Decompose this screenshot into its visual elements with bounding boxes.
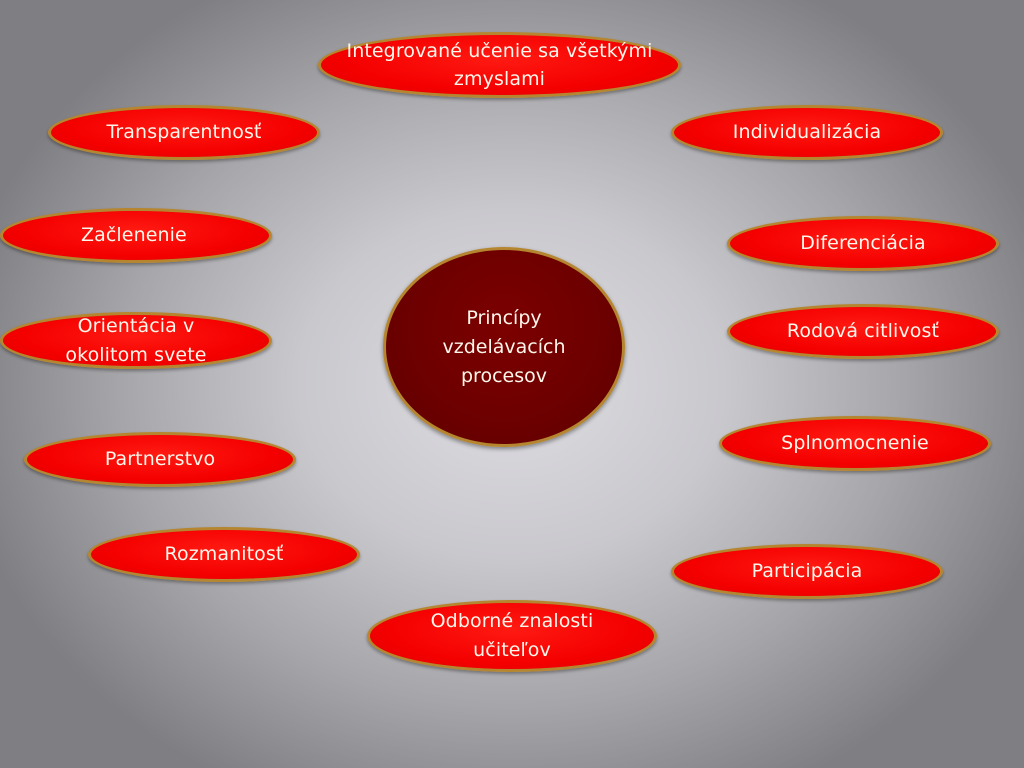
principle-label: Individualizácia: [732, 121, 882, 143]
principle-transparency: Transparentnosť: [48, 105, 320, 160]
principle-label: Diferenciácia: [800, 232, 926, 254]
principle-label: Transparentnosť: [106, 121, 262, 143]
principle-label: Partnerstvo: [104, 448, 216, 470]
principle-label: Integrované učenie sa všetkými zmyslami: [346, 40, 653, 90]
central-concept: Princípy vzdelávacích procesov: [383, 247, 625, 447]
principle-label: Orientácia v okolitom svete: [65, 314, 207, 366]
principle-label: Splnomocnenie: [781, 432, 929, 454]
principle-diversity: Rozmanitosť: [88, 527, 360, 582]
principle-orientation: Orientácia v okolitom svete: [0, 312, 272, 369]
principle-gender-sensitivity: Rodová citlivosť: [727, 304, 999, 359]
principle-integrated-learning: Integrované učenie sa všetkými zmyslami: [318, 32, 681, 98]
principle-participation: Participácia: [671, 544, 943, 599]
principle-empowerment: Splnomocnenie: [719, 416, 991, 471]
principle-inclusion: Začlenenie: [0, 208, 272, 263]
principle-label: Odborné znalosti učiteľov: [430, 610, 594, 661]
principle-label: Rodová citlivosť: [786, 320, 940, 342]
principle-label: Rozmanitosť: [164, 543, 284, 565]
principle-differentiation: Diferenciácia: [727, 216, 999, 271]
principle-label: Participácia: [751, 560, 863, 582]
principle-label: Začlenenie: [81, 224, 187, 246]
central-concept-label: Princípy vzdelávacích procesov: [442, 306, 566, 387]
principle-teacher-expertise: Odborné znalosti učiteľov: [367, 600, 657, 672]
principle-individualization: Individualizácia: [671, 105, 943, 160]
principle-partnership: Partnerstvo: [24, 432, 296, 487]
